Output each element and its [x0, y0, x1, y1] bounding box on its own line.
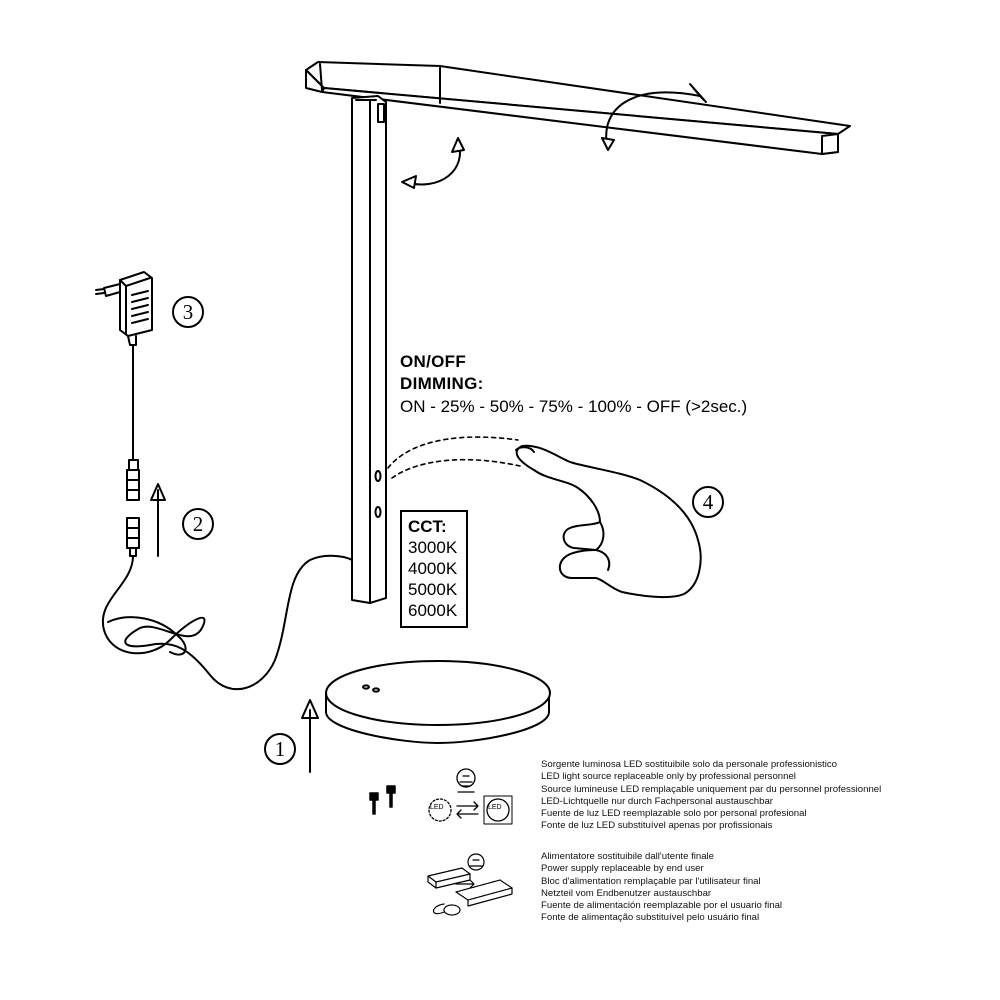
led-old-label: LED	[430, 804, 444, 811]
pointing-hand	[515, 444, 702, 599]
power-adapter	[95, 271, 153, 346]
cct-value: 5000K	[408, 580, 458, 599]
led-replacement-icon	[428, 768, 513, 825]
arrow-up-1	[301, 699, 319, 773]
screws	[369, 785, 396, 815]
lamp-cable	[101, 517, 353, 691]
note-line: Fonte de luz LED substituível apenas por…	[541, 820, 773, 832]
note-line: LED light source replaceable only by pro…	[541, 771, 796, 783]
note-line: Netzteil vom Endbenutzer austauschbar	[541, 887, 712, 899]
on-off-label: ON/OFF	[400, 352, 467, 371]
note-line: LED-Lichtquelle nur durch Fachpersonal a…	[541, 795, 773, 807]
dimming-sequence: ON - 25% - 50% - 75% - 100% - OFF (>2sec…	[400, 397, 748, 416]
arrow-up-2	[150, 483, 166, 557]
step-marker-3: 3	[172, 296, 204, 328]
led-source-notes: Sorgente luminosa LED sostituibile solo …	[541, 759, 881, 833]
cct-panel: CCT: 3000K 4000K 5000K 6000K	[400, 510, 468, 628]
cct-value: 3000K	[408, 538, 458, 557]
note-line: Source lumineuse LED remplaçable uniquem…	[541, 783, 882, 795]
note-line: Fuente de alimentación reemplazable por …	[541, 900, 783, 912]
cct-title: CCT:	[408, 517, 447, 536]
adapter-cable	[126, 344, 140, 501]
lamp-base	[325, 660, 551, 744]
step-marker-4: 4	[692, 486, 724, 518]
step-marker-1: 1	[264, 733, 296, 765]
lamp-head	[305, 61, 851, 155]
dimming-label: DIMMING:	[400, 374, 484, 393]
cct-value: 6000K	[408, 601, 458, 620]
power-supply-replacement-icon	[427, 853, 513, 916]
note-line: Power supply replaceable by end user	[541, 863, 704, 875]
note-line: Fonte de alimentação substituível pelo u…	[541, 912, 760, 924]
cct-value: 4000K	[408, 559, 458, 578]
step-marker-2: 2	[182, 508, 214, 540]
led-new-label: LED	[488, 804, 502, 811]
rotation-arrow-column	[401, 137, 465, 189]
note-line: Alimentatore sostituibile dall'utente fi…	[541, 851, 715, 862]
note-line: Fuente de luz LED reemplazable solo por …	[541, 808, 807, 820]
lamp-column	[351, 95, 387, 604]
power-supply-notes: Alimentatore sostituibile dall'utente fi…	[541, 851, 782, 925]
rotation-arrow-head	[601, 83, 707, 151]
gesture-motion-lines	[387, 436, 521, 479]
note-line: Sorgente luminosa LED sostituibile solo …	[541, 759, 837, 770]
note-line: Bloc d'alimentation remplaçable par l'ut…	[541, 875, 761, 887]
